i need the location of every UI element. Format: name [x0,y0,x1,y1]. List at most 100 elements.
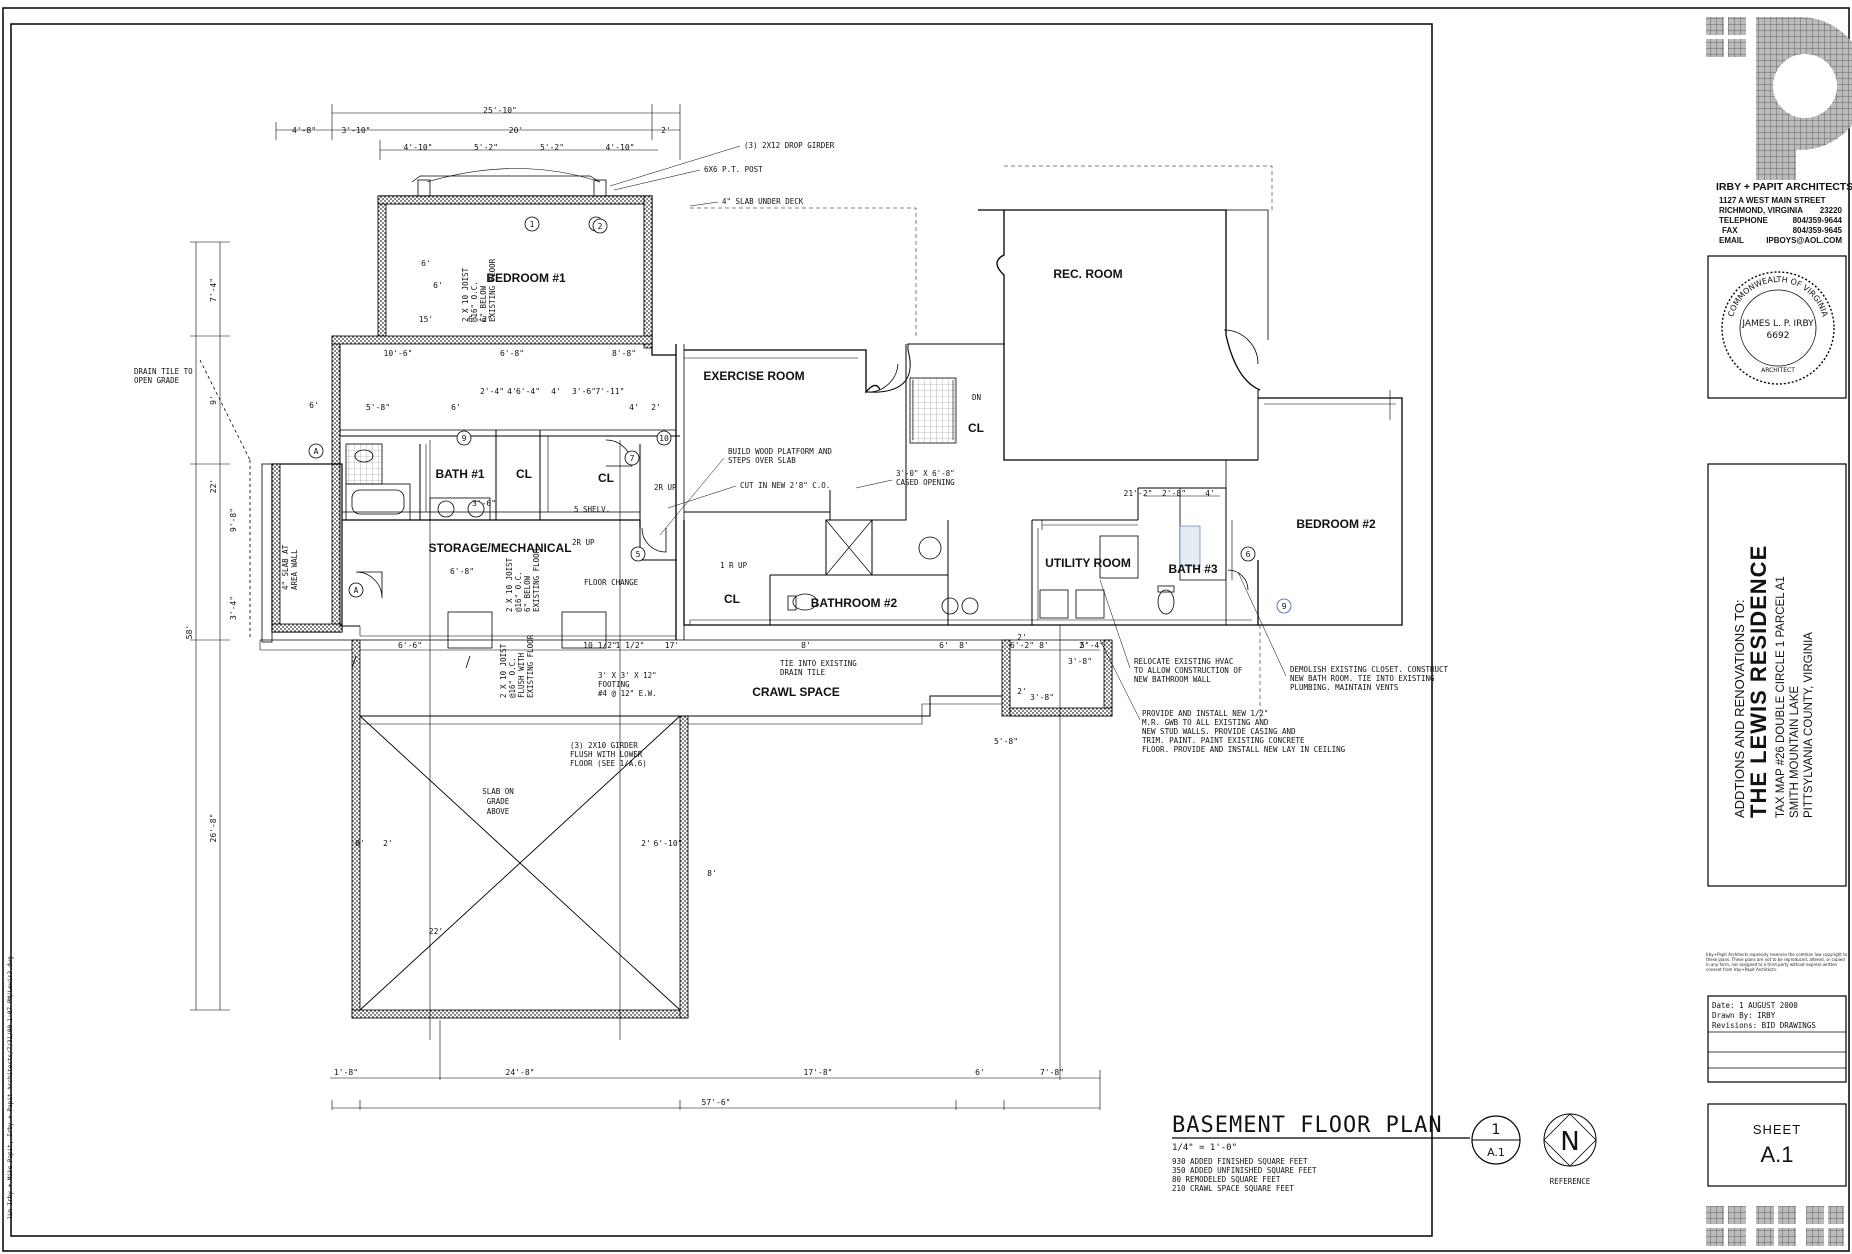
tag-bubble [630,546,646,562]
firm-telephone: 804/359-9644 [1793,216,1843,225]
door-window-tags: AA1229710569 [308,216,1292,614]
room-closet-1: CL [516,467,532,481]
inner-dim-label: 6' [421,259,431,268]
dim-top-d: 2' [661,126,671,135]
svg-text:6" BELOW: 6" BELOW [523,575,532,612]
annotation-notes: (3) 2X12 DROP GIRDER 6X6 P.T. POST 4" SL… [134,141,1449,768]
sqft-1: 930 ADDED FINISHED SQUARE FEET [1172,1157,1308,1166]
note-stair-down: DN [972,393,981,402]
note-floor-change: FLOOR CHANGE [584,578,639,587]
project-line-1: TAX MAP #26 DOUBLE CIRCLE 1 PARCEL A1 [1775,576,1787,818]
inner-dim-label: 8' [707,869,717,878]
firm-email-label: EMAIL [1719,236,1744,245]
seal-top-text: COMMONWEALTH OF VIRGINIA [1726,275,1829,318]
inner-dim-label: 2' [1017,687,1027,696]
inner-dim-label: 3'-8" [1068,657,1092,666]
dim-bottom-c: 17'-8" [804,1068,833,1077]
dim-left-f: 3'-4" [229,596,238,620]
svg-text:EXISTING FLOOR: EXISTING FLOOR [532,548,541,612]
inner-dim-label: 2' [651,403,661,412]
svg-text:2 X 10 JOIST: 2 X 10 JOIST [461,267,470,322]
inner-dim-label: 17' [665,641,679,650]
svg-text:@16" O.C.: @16" O.C. [514,571,523,612]
note-cased-2: CASED OPENING [896,478,955,487]
project-subtitle: ADDTIONS AND RENOVATIONS TO: [1732,599,1747,818]
joist-note-3: 2 X 10 JOIST @16" O.C. FLUSH WITH EXISTI… [499,634,535,698]
info-date: Date: 1 AUGUST 2000 [1712,1001,1798,1010]
file-path-text: Jim Irby + Mike Papit, Irby + Papit Arch… [7,956,14,1220]
slab-label-3: ABOVE [487,807,510,816]
dim-row2-c: 5'-2" [540,143,564,152]
dim-left-e: 9'-8" [229,508,238,532]
room-bedroom-1: BEDROOM #1 [486,271,566,285]
room-labels: BEDROOM #1 REC. ROOM EXERCISE ROOM BATH … [428,267,1376,816]
joist-note-2: 2 X 10 JOIST @16" O.C. 6" BELOW EXISTING… [505,548,541,612]
sqft-4: 210 CRAWL SPACE SQUARE FEET [1172,1184,1294,1193]
inner-dim-label: 6'-10" [654,839,683,848]
note-slab-deck: 4" SLAB UNDER DECK [722,197,804,206]
room-utility-room: UTILITY ROOM [1045,556,1131,570]
note-drain-2: OPEN GRADE [134,376,180,385]
svg-text:AREA WALL: AREA WALL [290,549,299,590]
title-block: IRBY + PAPIT ARCHITECTS 1127 A WEST MAIN… [1706,17,1852,1246]
copyright-note: Irby+Papit Architects expressly reserves… [1706,952,1847,972]
inner-dim-label: 5'-4" [1080,641,1104,650]
drawing-border [10,23,1433,1237]
north-label: REFERENCE [1550,1177,1591,1186]
sqft-2: 350 ADDED UNFINISHED SQUARE FEET [1172,1166,1317,1175]
project-line-2: SMITH MOUNTAIN LAKE [1789,686,1801,818]
note-1r-up: 1 R UP [720,561,748,570]
plan-bubble-number: 1 [1492,1122,1501,1138]
dim-bottom-total: 57'-6" [702,1098,731,1107]
svg-text:2 X 10 JOIST: 2 X 10 JOIST [505,557,514,612]
note-girder2-3: FLOOR (SEE 1/A.6) [570,759,647,768]
note-2r-up-1: 2R UP [654,483,677,492]
outer-border [2,7,1850,1252]
inner-dim-label: 10 1/2" [583,641,617,650]
dim-top-b: 3'-10" [342,126,371,135]
architect-seal-icon: COMMONWEALTH OF VIRGINIA JAMES L. P. IRB… [1721,271,1835,385]
inner-dim-label: 6'-8" [500,349,524,358]
room-crawl-space: CRAWL SPACE [752,685,840,699]
dim-bottom-d: 6' [975,1068,985,1077]
project-title: THE LEWIS RESIDENCE [1746,545,1771,818]
inner-dim-label: 1 1/2" [616,641,645,650]
tag-bubble [624,450,640,466]
tag-label: 9 [462,434,467,443]
tag-label: 10 [659,434,669,443]
tag-bubble [348,582,364,598]
room-bathroom-2: BATHROOM #2 [811,596,898,610]
dim-top-a: 4'-8" [292,126,316,135]
inner-dim-label: 8' [801,641,811,650]
room-bedroom-2: BEDROOM #2 [1296,517,1376,531]
inner-dim-label: 7'-11" [596,387,625,396]
inner-dim-label: 22' [429,927,443,936]
inner-dim-label: 3'-6" [472,499,496,508]
note-demo-1: DEMOLISH EXISTING CLOSET. CONSTRUCT [1290,665,1449,674]
tag-label: 1 [530,220,535,229]
room-exercise-room: EXERCISE ROOM [703,369,804,383]
note-provide-2: M.R. GWB TO ALL EXISTING AND [1142,718,1269,727]
note-hvac-3: NEW BATHROOM WALL [1134,675,1211,684]
info-revisions: Revisions: BID DRAWINGS [1712,1021,1816,1030]
inner-dim-label: 21'-2" [1124,489,1153,498]
inner-dim-label: 6' [309,401,319,410]
north-letter: N [1560,1127,1579,1157]
tag-bubble [1276,598,1292,614]
note-girder: (3) 2X12 DROP GIRDER [744,141,835,150]
note-platform-2: STEPS OVER SLAB [728,456,796,465]
project-line-3: PITTSYLVANIA COUNTY, VIRGINIA [1803,632,1815,818]
plan-bubble-sheet: A.1 [1487,1146,1505,1159]
plan-walls [259,165,1403,1019]
firm-name: IRBY + PAPIT ARCHITECTS [1716,181,1852,193]
inner-dim-label: 2' [1017,633,1027,642]
sheet-label: SHEET [1753,1122,1801,1137]
svg-text:6" BELOW: 6" BELOW [479,285,488,322]
room-bath-3: BATH #3 [1168,562,1217,576]
room-closet-4: CL [724,592,740,606]
note-shelving: 5 SHELV. [574,505,610,514]
sqft-3: 80 REMODELED SQUARE FEET [1172,1175,1281,1184]
dim-bottom-a: 1'-8" [334,1068,358,1077]
inner-dim-label: 6' [939,641,949,650]
svg-text:@16" O.C.: @16" O.C. [508,657,517,698]
